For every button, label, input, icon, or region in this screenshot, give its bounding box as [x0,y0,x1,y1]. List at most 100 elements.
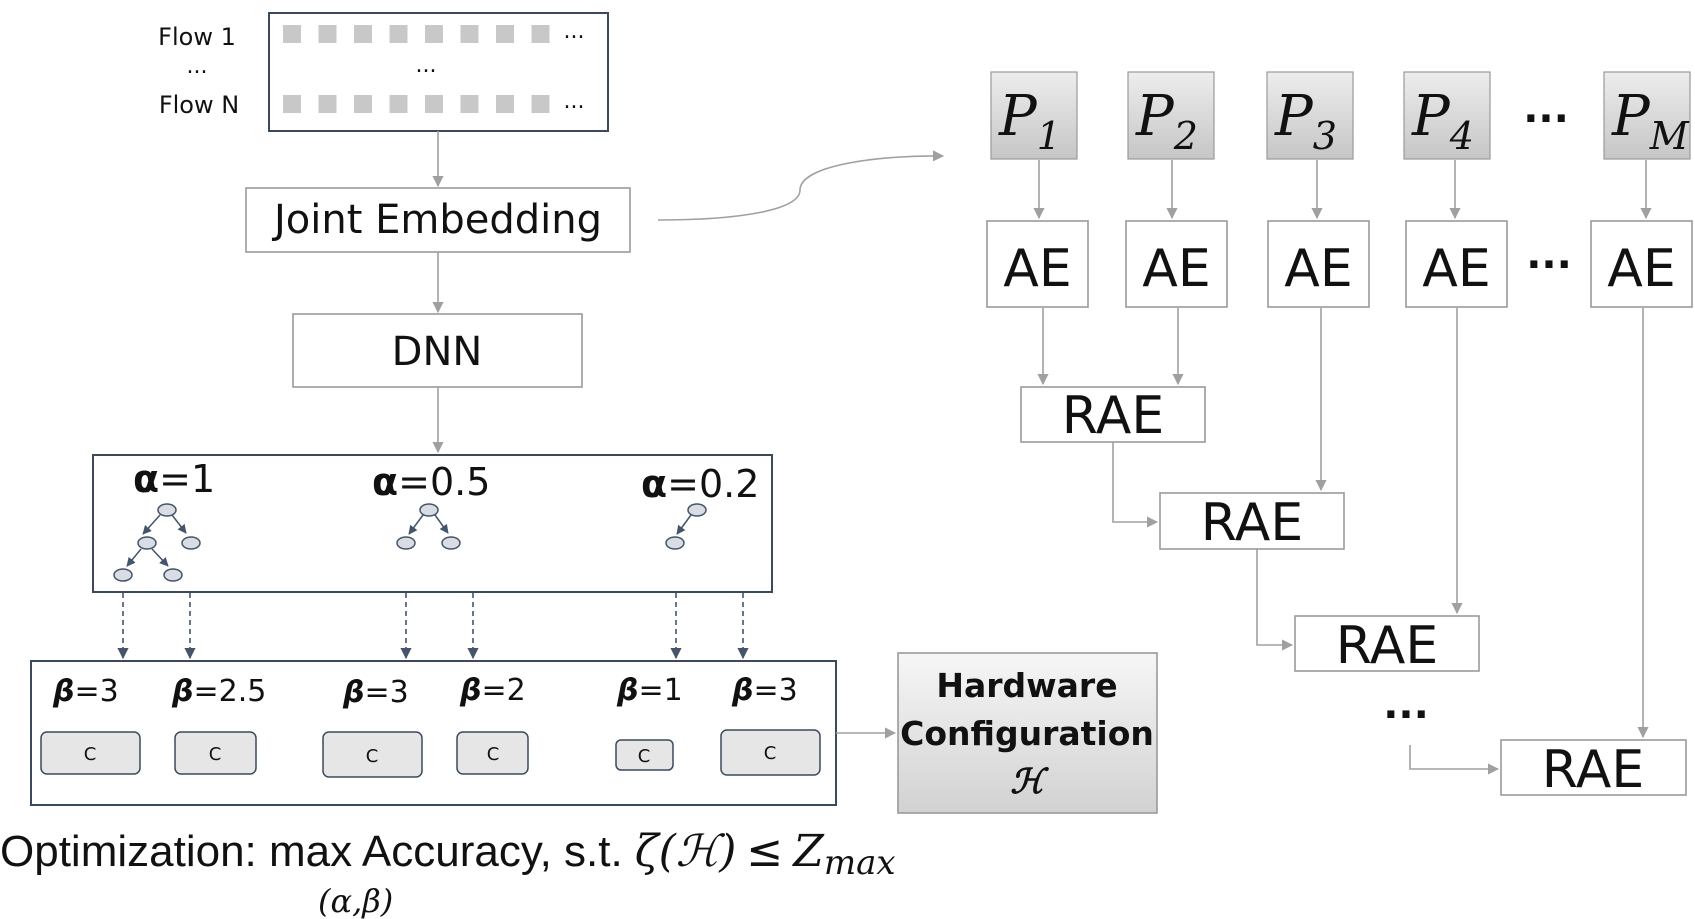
dnn-box [292,313,583,388]
rae-label-4: RAE [1542,740,1644,800]
beta-label-5: β=1 [616,673,683,708]
ae-label-1: AE [1003,239,1071,299]
optimization-prefix: Optimization: max Accuracy, s.t. [0,827,623,876]
classifier-label-2: C [209,744,222,765]
hardware-label-line1: Hardware [936,666,1117,705]
flow-row-n [283,95,550,113]
hardware-symbol: ℋ [1010,762,1049,802]
ae-box-1 [986,220,1089,308]
beta-label-1: β=3 [52,674,119,709]
flows-middle-ellipsis: ... [416,53,437,78]
classifier-box-5 [615,739,674,771]
ae-box-4 [1405,220,1508,308]
partition-label-2: P2 [1135,84,1198,158]
flow-packet-square [318,25,337,43]
flow-packet-square [283,95,301,113]
beta-label-2: β=2.5 [171,674,266,709]
rae-label-3: RAE [1336,616,1438,676]
flow-packet-square [425,95,443,113]
rae-box-3 [1294,615,1480,672]
alpha-label-3: α=0.2 [641,462,759,506]
flow-packet-square [496,25,514,43]
classifier-label-5: C [638,746,651,767]
arrow-embedding-to-partitions [657,150,945,221]
rae-label-1: RAE [1062,386,1164,446]
ae-label-5: AE [1607,239,1675,299]
partition-ellipsis: ... [1523,86,1569,132]
ae-box-5 [1590,220,1693,308]
beta-label-3: β=3 [342,675,409,710]
partition-box-2 [1127,71,1215,160]
hardware-label-line2: Configuration [900,714,1154,753]
flow-label-dots: ... [187,54,208,79]
decision-tree-1 [113,503,201,582]
partition-label-5: PM [1611,84,1690,158]
ae-box-3 [1267,220,1370,308]
optimization-formula: Optimization: max Accuracy, s.t.ζ(ℋ)≤Zma… [0,826,896,883]
flow-packet-square [496,95,514,113]
partition-label-1: P1 [998,84,1061,158]
ae-label-2: AE [1142,239,1210,299]
partitions-group: P1 P2 P3 P4 PM [990,71,1691,160]
arrows-ae-to-rae [1037,308,1649,775]
flow-label-last: Flow N [159,91,239,119]
joint-embedding-box [245,187,631,253]
classifier-boxes: C C C C C C [40,729,821,778]
flow-packet-square [283,25,301,43]
classifier-label-4: C [487,744,500,765]
flow-packet-square [460,25,479,43]
flow-row-1-ellipsis: ... [564,19,585,44]
rae-ellipsis: ... [1383,682,1429,728]
flows-group: Flow 1 ... Flow N ... ... ... [158,12,609,132]
partition-box-3 [1266,71,1354,160]
classifier-box-3 [322,731,423,778]
classifier-label-1: C [84,744,97,765]
joint-embedding-label: Joint Embedding [271,197,602,243]
autoencoders-group: AE AE AE AE AE [986,220,1693,308]
flow-packet-square [389,95,408,113]
partition-box-1 [990,71,1078,160]
flow-row-n-ellipsis: ... [564,89,585,114]
dnn-label: DNN [392,329,483,375]
alpha-label-2: α=0.5 [372,460,490,504]
classifier-box-6 [720,729,821,776]
classifier-box-2 [174,731,257,775]
partition-box-4 [1403,71,1491,160]
rae-box-4 [1500,739,1687,796]
flow-packet-square [354,95,372,113]
flow-packet-square [425,25,443,43]
rae-box-2 [1159,492,1345,550]
rae-box-1 [1020,386,1206,443]
decision-tree-3 [665,503,707,550]
arrows-partition-to-ae [1033,160,1652,220]
flow-packet-square [354,25,372,43]
flow-packet-square [531,95,550,113]
dashed-arrows [117,593,749,660]
decision-tree-2 [396,503,461,550]
partition-label-4: P4 [1411,84,1474,158]
flow-packet-square [531,25,550,43]
beta-label-4: β=2 [459,673,526,708]
classifier-label-3: C [366,746,379,767]
flow-label-first: Flow 1 [158,23,236,51]
flow-packet-square [389,25,408,43]
alpha-label-1: α=1 [133,457,215,501]
flow-packet-square [460,95,479,113]
flow-row-1 [283,25,550,43]
flow-packet-square [318,95,337,113]
beta-label-6: β=3 [731,673,798,708]
trees-box [92,454,773,593]
classifiers-box [30,660,837,806]
ae-label-4: AE [1422,239,1490,299]
beta-labels: β=3 β=2.5 β=3 β=2 β=1 β=3 [52,673,798,710]
partition-label-3: P3 [1274,84,1337,158]
ae-box-2 [1125,220,1228,308]
rae-label-2: RAE [1201,493,1303,553]
classifier-box-4 [456,731,529,775]
hardware-config-box [897,652,1158,814]
optimization-argmax-subscript: (α,β) [318,882,393,919]
ae-ellipsis: ... [1526,232,1572,278]
classifier-label-6: C [764,743,777,764]
ae-label-3: AE [1284,239,1352,299]
